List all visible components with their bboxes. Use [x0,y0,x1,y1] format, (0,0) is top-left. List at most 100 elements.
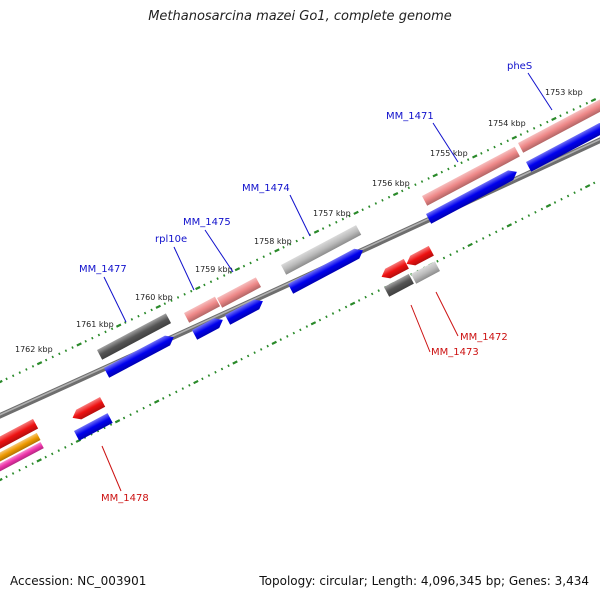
label-phes: pheS [507,61,532,72]
cds-mm1474 [288,248,363,294]
outer-scale-tick [216,277,219,280]
outer-scale-tick [282,245,285,249]
inner-scale-tick [266,344,269,348]
outer-scale-tick [511,135,518,140]
outer-scale-tick [31,365,35,368]
inner-scale-tick [51,452,54,456]
topology-summary: Topology: circular; Length: 4,096,345 bp… [259,574,589,588]
outer-scale-tick [453,164,457,168]
outer-scale-tick [176,296,180,299]
label-mm1474: MM_1474 [242,183,290,194]
outer-scale-tick [486,148,490,152]
inner-scale-tick [521,217,524,221]
outer-scale-tick [288,242,292,246]
outer-scale-tick [585,101,589,105]
inner-scale-tick [449,253,452,257]
inner-scale-tick [18,468,21,472]
inner-scale-tick [584,184,591,189]
outer-scale-tick [353,210,359,215]
inner-scale-tick [545,203,552,208]
outer-scale-tick [124,321,127,324]
inner-scale-tick [122,416,126,420]
inner-scale-tick [70,442,74,446]
label-mm1475: MM_1475 [183,217,231,228]
outer-scale-tick [532,126,536,130]
outer-scale-tick [579,105,582,108]
inner-scale-tick [220,367,224,371]
inner-scale-tick [349,301,356,306]
inner-scale-tick [566,194,570,198]
inner-scale-tick [488,233,491,237]
kbp-label: 1757 kbp [313,209,351,218]
inner-scale-tick [193,379,199,385]
gene-mm1475 [184,296,221,323]
outer-scale-tick [255,258,259,262]
kbp-label: 1760 kbp [135,293,173,302]
outer-scale-tick [150,308,153,312]
leader-line [103,276,127,323]
inner-scale-tick [57,449,60,452]
outer-scale-tick [539,123,542,127]
outer-scale-tick [295,239,298,243]
inner-scale-tick [44,455,47,459]
inner-scale-tick [292,331,296,335]
outer-scale-tick [110,327,114,331]
outer-scale-tick [203,283,206,287]
cds-mm1477 [104,335,174,378]
outer-scale-tick [269,252,272,255]
outer-scale-tick [190,289,193,293]
kbp-label: 1762 kbp [15,345,53,354]
leader-line [432,122,459,163]
inner-scale-tick [467,242,473,248]
outer-scale-tick [572,108,575,111]
outer-scale-tick [328,224,331,227]
inner-scale-tick [5,475,8,479]
leader-line [101,445,122,492]
outer-scale-tick [58,352,61,356]
inner-scale-tick [207,374,211,377]
outer-scale-tick [143,311,147,315]
inner-scale-tick [64,446,67,449]
inner-scale-tick [259,348,263,351]
inner-scale-tick [31,462,34,466]
kbp-label: 1758 kbp [254,237,292,246]
inner-scale-tick [299,328,302,332]
leader-line [204,229,234,273]
label-mm1472: MM_1472 [460,332,508,343]
inner-scale-tick [175,390,178,394]
inner-scale-tick [462,246,465,250]
inner-scale-tick [148,403,152,407]
outer-scale-tick [321,227,325,230]
inner-scale-tick [514,220,518,224]
inner-scale-tick [11,472,15,475]
outer-scale-tick [104,330,107,334]
outer-scale-tick [348,214,351,218]
kbp-label: 1759 kbp [195,265,233,274]
outer-scale-tick [440,170,443,174]
cds-phes [526,123,600,172]
inner-scale-tick [540,207,544,211]
inner-scale-tick [377,289,380,292]
outer-scale-tick [91,336,94,340]
inner-scale-tick [286,335,289,338]
inner-scale-tick [253,351,256,355]
inner-scale-tick [501,227,504,230]
outer-scale-tick [84,339,87,343]
outer-scale-tick [381,199,384,202]
inner-scale-tick [168,393,171,397]
outer-scale-tick [115,323,122,328]
gene-mm1473 [381,258,409,279]
outer-scale-tick [163,302,167,306]
label-mm1471: MM_1471 [386,111,434,122]
inner-scale-tick [310,321,317,326]
inner-scale-tick [553,201,557,204]
inner-scale-tick [0,477,3,482]
outer-scale-tick [5,377,8,381]
outer-scale-tick [387,195,391,199]
inner-scale-tick [90,432,93,436]
cds-mm1473 [384,273,414,297]
outer-scale-tick [407,186,411,190]
inner-scale-tick [442,256,446,260]
gene-mm1477 [97,313,172,360]
